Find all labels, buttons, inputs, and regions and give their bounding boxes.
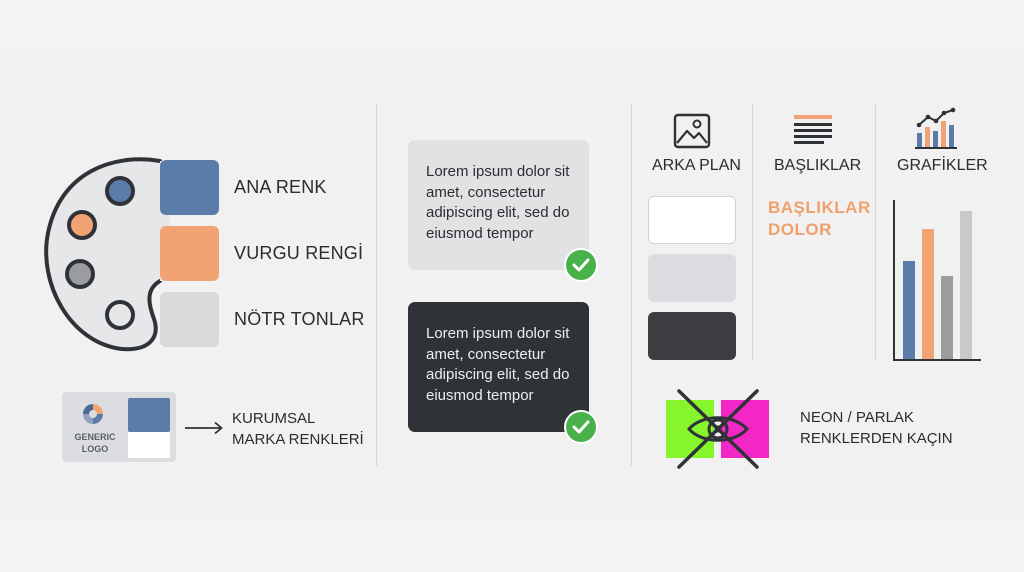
logo-mark-icon: [83, 404, 103, 424]
accent-color-label: VURGU RENGİ: [234, 243, 364, 263]
chart-bar: [922, 229, 934, 359]
image-icon: [673, 113, 711, 149]
divider-4: [875, 104, 876, 360]
chart-icon: [915, 107, 957, 149]
chart-bar: [903, 261, 915, 359]
dark-text-card: Lorem ipsum dolor sit amet, consectetur …: [408, 302, 589, 432]
divider-3: [752, 104, 753, 360]
divider-1: [376, 104, 377, 466]
primary-swatch: [160, 160, 219, 215]
text-lines-icon: [794, 115, 832, 144]
check-icon: [564, 248, 598, 282]
charts-title: GRAFİKLER: [897, 157, 988, 174]
dark-background-sample: [648, 312, 736, 360]
neutral-tones-label: NÖTR TONLAR: [234, 309, 365, 329]
light-text-card: Lorem ipsum dolor sit amet, consectetur …: [408, 140, 589, 270]
headings-sample-text: BAŞLIKLAR DOLOR: [768, 198, 871, 239]
chart-bar: [941, 276, 953, 359]
accent-swatch: [160, 226, 219, 281]
brand-blue-swatch: [128, 398, 170, 432]
palette-icon: [44, 157, 170, 352]
cross-icon: [677, 389, 759, 469]
arrow-right-icon: [185, 421, 223, 435]
check-icon: [564, 410, 598, 444]
divider-2: [631, 104, 632, 466]
avoid-neon-colors-label: NEON / PARLAK RENKLERDEN KAÇIN: [800, 409, 953, 447]
primary-color-label: ANA RENK: [234, 177, 327, 197]
chart-bar: [960, 211, 972, 359]
brand-white-swatch: [128, 432, 170, 458]
white-background-sample: [648, 196, 736, 244]
background-title: ARKA PLAN: [652, 157, 741, 174]
chart-x-axis: [893, 359, 981, 361]
bar-chart: [893, 200, 981, 362]
light-gray-background-sample: [648, 254, 736, 302]
generic-logo-text: GENERIC LOGO: [74, 432, 116, 454]
chart-y-axis: [893, 200, 895, 360]
neutral-swatch: [160, 292, 219, 347]
headings-title: BAŞLIKLAR: [774, 157, 862, 174]
corporate-brand-colors-label: KURUMSAL MARKA RENKLERİ: [232, 410, 364, 448]
